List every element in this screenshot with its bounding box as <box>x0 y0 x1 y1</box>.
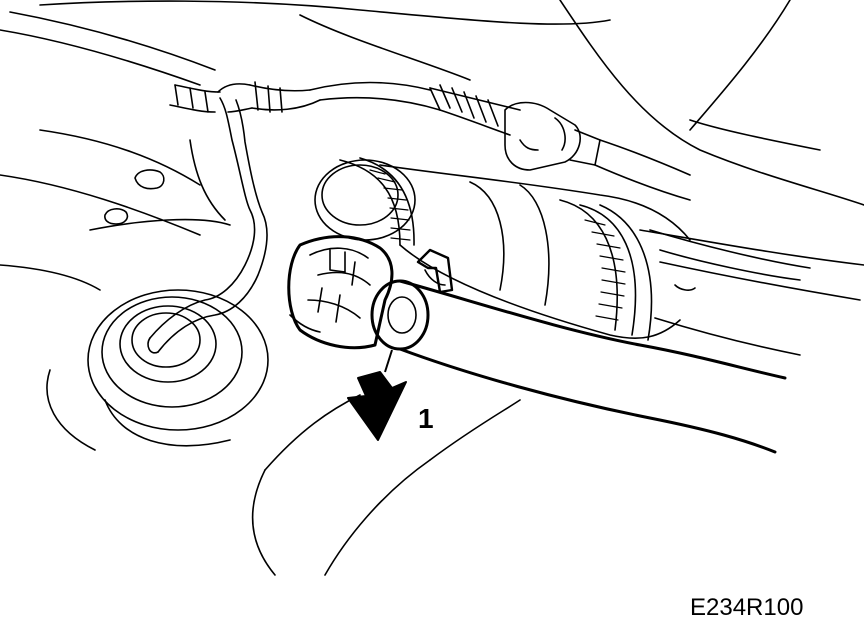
quick-connector <box>287 235 394 350</box>
grommet-port <box>87 289 269 447</box>
callout-label-1: 1 <box>418 403 434 434</box>
panel-hole <box>104 208 129 225</box>
upper-hose-line <box>169 81 691 201</box>
background-panel-lines <box>0 0 864 576</box>
front-hose <box>370 248 787 454</box>
vacuum-tube <box>147 97 268 354</box>
callout-arrow <box>347 371 407 441</box>
figure-code: E234R100 <box>690 594 803 621</box>
panel-tab <box>134 169 165 190</box>
